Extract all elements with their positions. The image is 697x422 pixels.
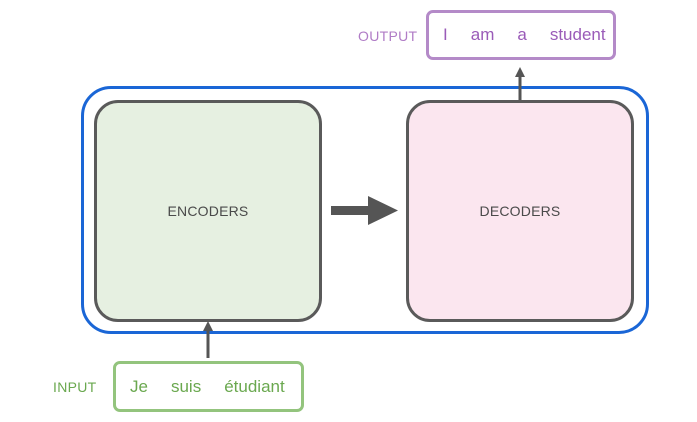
input-token: suis (170, 376, 202, 396)
input-token: étudiant (224, 376, 285, 396)
output-token-box: I am a student (426, 10, 616, 60)
output-token: am (470, 25, 495, 44)
decoders-label: DECODERS (479, 203, 561, 219)
encoder-to-decoder-arrow (331, 196, 398, 225)
decoders-block: DECODERS (406, 100, 634, 322)
input-token: Je (130, 376, 148, 396)
output-token: a (517, 25, 527, 44)
output-arrow (515, 67, 525, 100)
output-token: student (549, 25, 606, 44)
transformer-container (81, 86, 649, 334)
input-arrow (203, 321, 213, 358)
output-label: OUTPUT (358, 28, 418, 44)
input-token-box: Je suis étudiant (113, 361, 304, 412)
output-token: I (443, 25, 448, 44)
encoders-label: ENCODERS (167, 203, 249, 219)
input-label: INPUT (53, 379, 97, 395)
encoders-block: ENCODERS (94, 100, 322, 322)
